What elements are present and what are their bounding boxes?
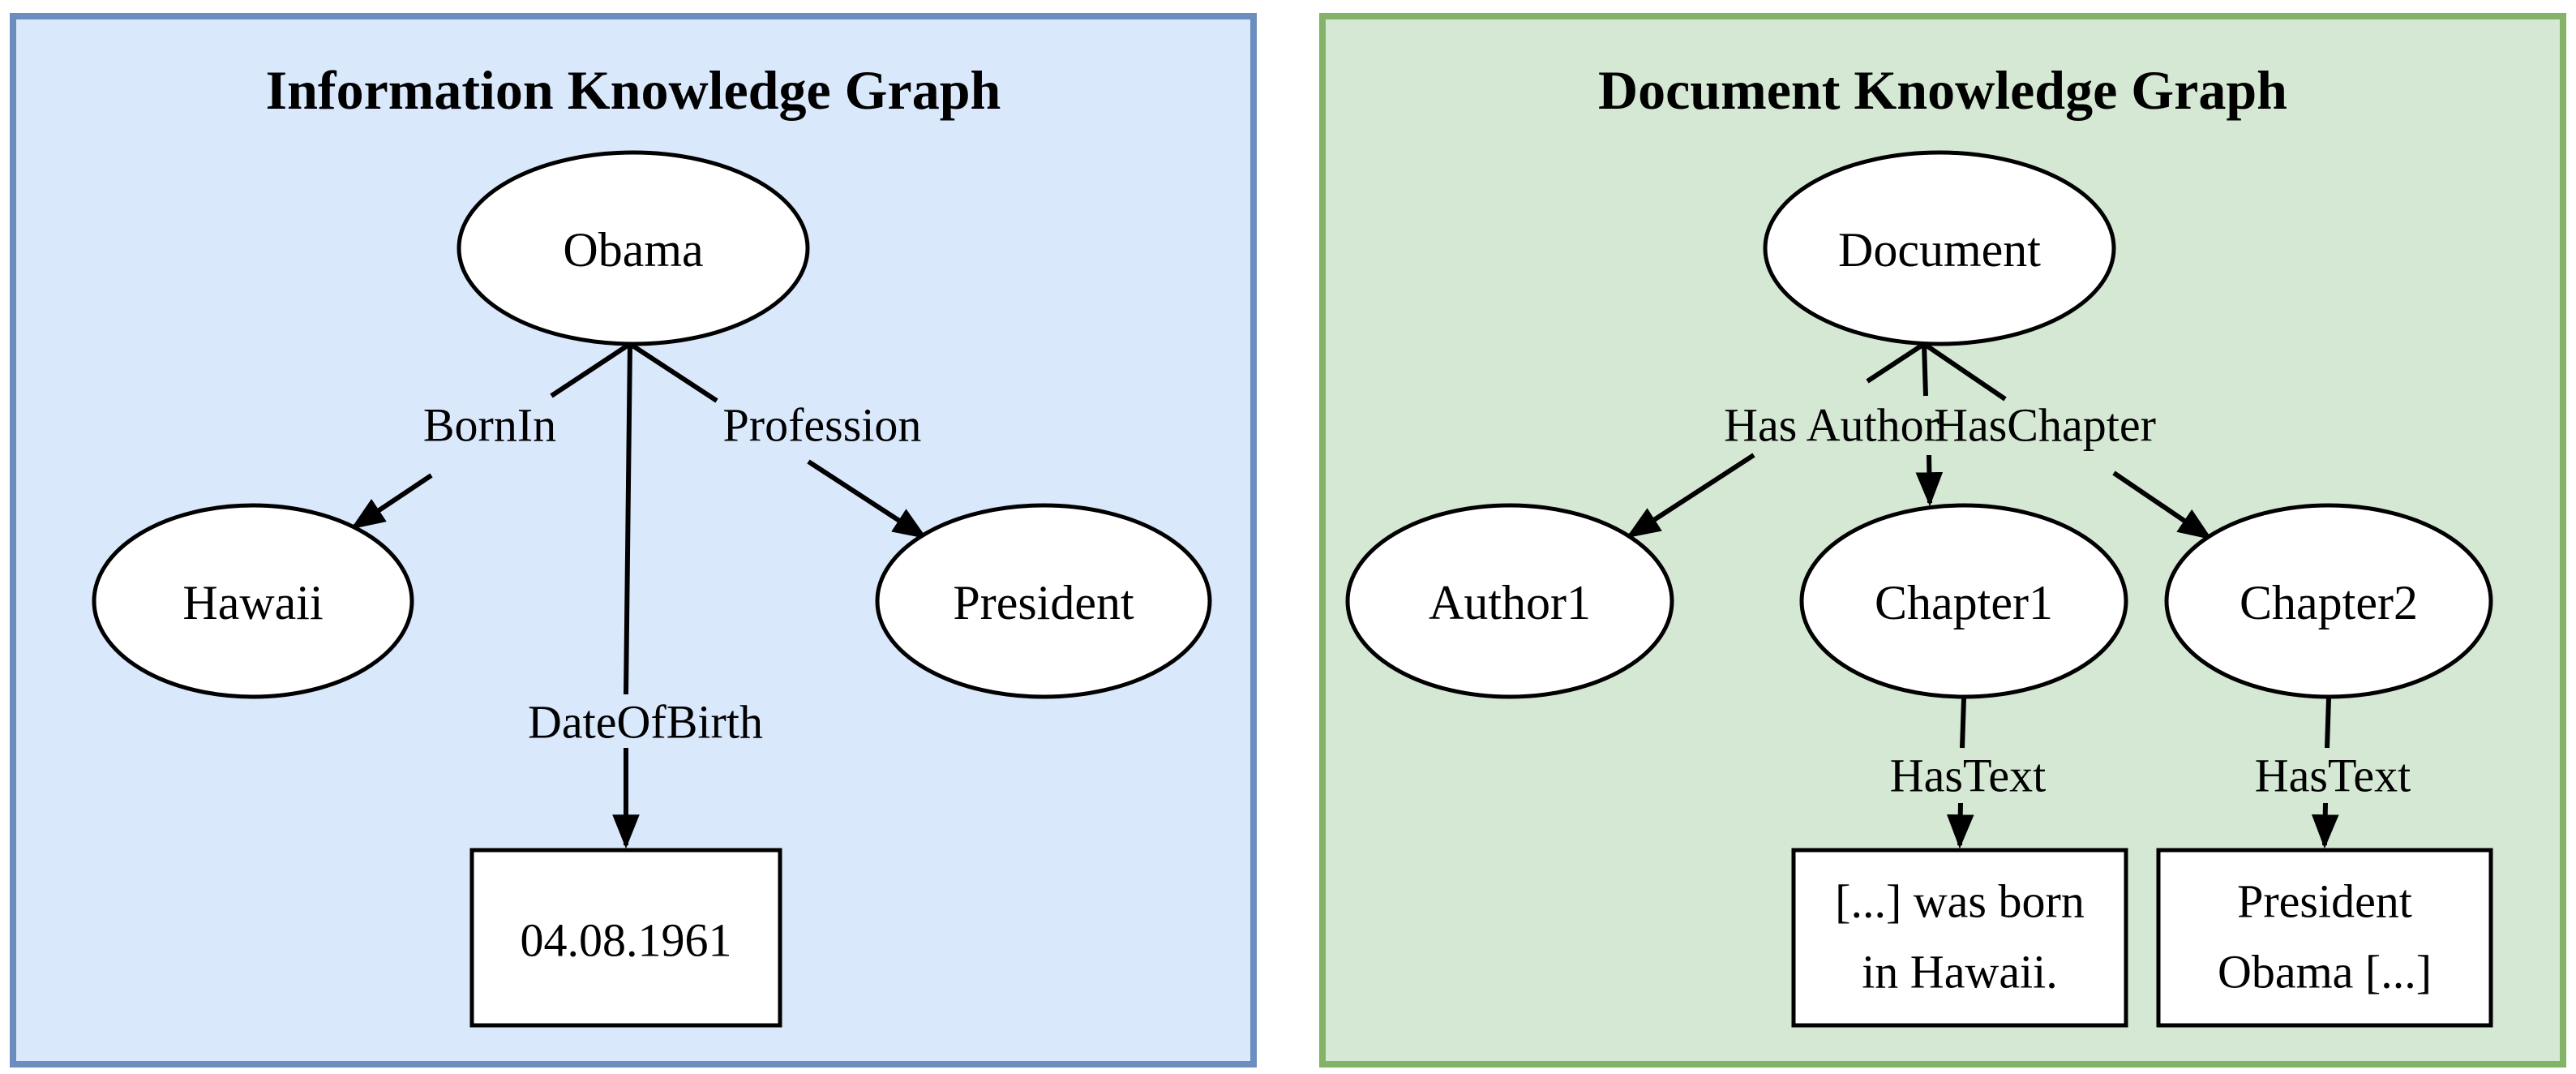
edge-haschapter-upper [1922,343,1928,397]
edge-haschapter2-arrow [2112,470,2213,540]
edge-label-hasauthor: Has Author [1724,399,1940,452]
node-text1-box [1791,848,2128,1028]
node-text2-line2: Obama [...] [2218,946,2432,999]
node-president-ellipse [875,503,1212,699]
node-obama-ellipse [456,150,810,346]
node-hawaii-ellipse [92,503,414,699]
node-chapter2-label: Chapter2 [2240,576,2418,629]
node-text2-line1: President [2237,875,2412,928]
panel-title: Document Knowledge Graph [1598,59,2287,121]
edge-label-haschapter: HasChapter [1934,399,2156,452]
node-text1-line2: in Hawaii. [1862,946,2058,999]
edge-hastext1-upper [1960,698,1966,749]
edge-bornin-upper [550,342,632,398]
node-dateofbirth-value: 04.08.1961 [521,914,732,967]
information-knowledge-graph-panel: Information Knowledge Graph BornIn Profe… [10,13,1257,1068]
edge-profession-arrow [807,459,928,539]
node-author1-label: Author1 [1429,576,1591,629]
edge-bornin-arrow [350,473,433,530]
node-text2-box [2156,848,2493,1028]
edge-haschapter2-upper [1922,342,2007,402]
node-text1-line1: [...] was born [1835,875,2085,928]
node-author1-ellipse [1345,503,1674,699]
node-document-label: Document [1838,223,2041,277]
edge-dateofbirth-upper [624,343,632,695]
edge-profession-upper [628,342,718,403]
node-president-label: President [953,576,1134,629]
edge-label-profession: Profession [723,399,922,452]
panel-title: Information Knowledge Graph [266,59,1001,121]
node-document-ellipse [1763,150,2116,346]
node-chapter1-label: Chapter1 [1875,576,2053,629]
node-obama-label: Obama [563,223,703,277]
edge-hastext1-arrow [1946,802,1974,849]
edge-label-hastext2: HasText [2255,750,2411,802]
edge-label-dateofbirth: DateOfBirth [528,696,763,749]
edge-label-bornin: BornIn [423,399,556,452]
edge-haschapter-arrow [1915,454,1944,507]
node-chapter2-ellipse [2164,503,2493,699]
node-dateofbirth-box [469,848,782,1028]
node-chapter1-ellipse [1799,503,2128,699]
edge-hastext2-upper [2325,698,2331,749]
edge-hasauthor-upper [1866,342,1926,384]
edge-label-hastext1: HasText [1890,750,2046,802]
document-knowledge-graph-panel: Document Knowledge Graph Has Author HasC… [1319,13,2566,1068]
node-hawaii-label: Hawaii [182,576,323,629]
edge-hasauthor-arrow [1626,453,1755,539]
